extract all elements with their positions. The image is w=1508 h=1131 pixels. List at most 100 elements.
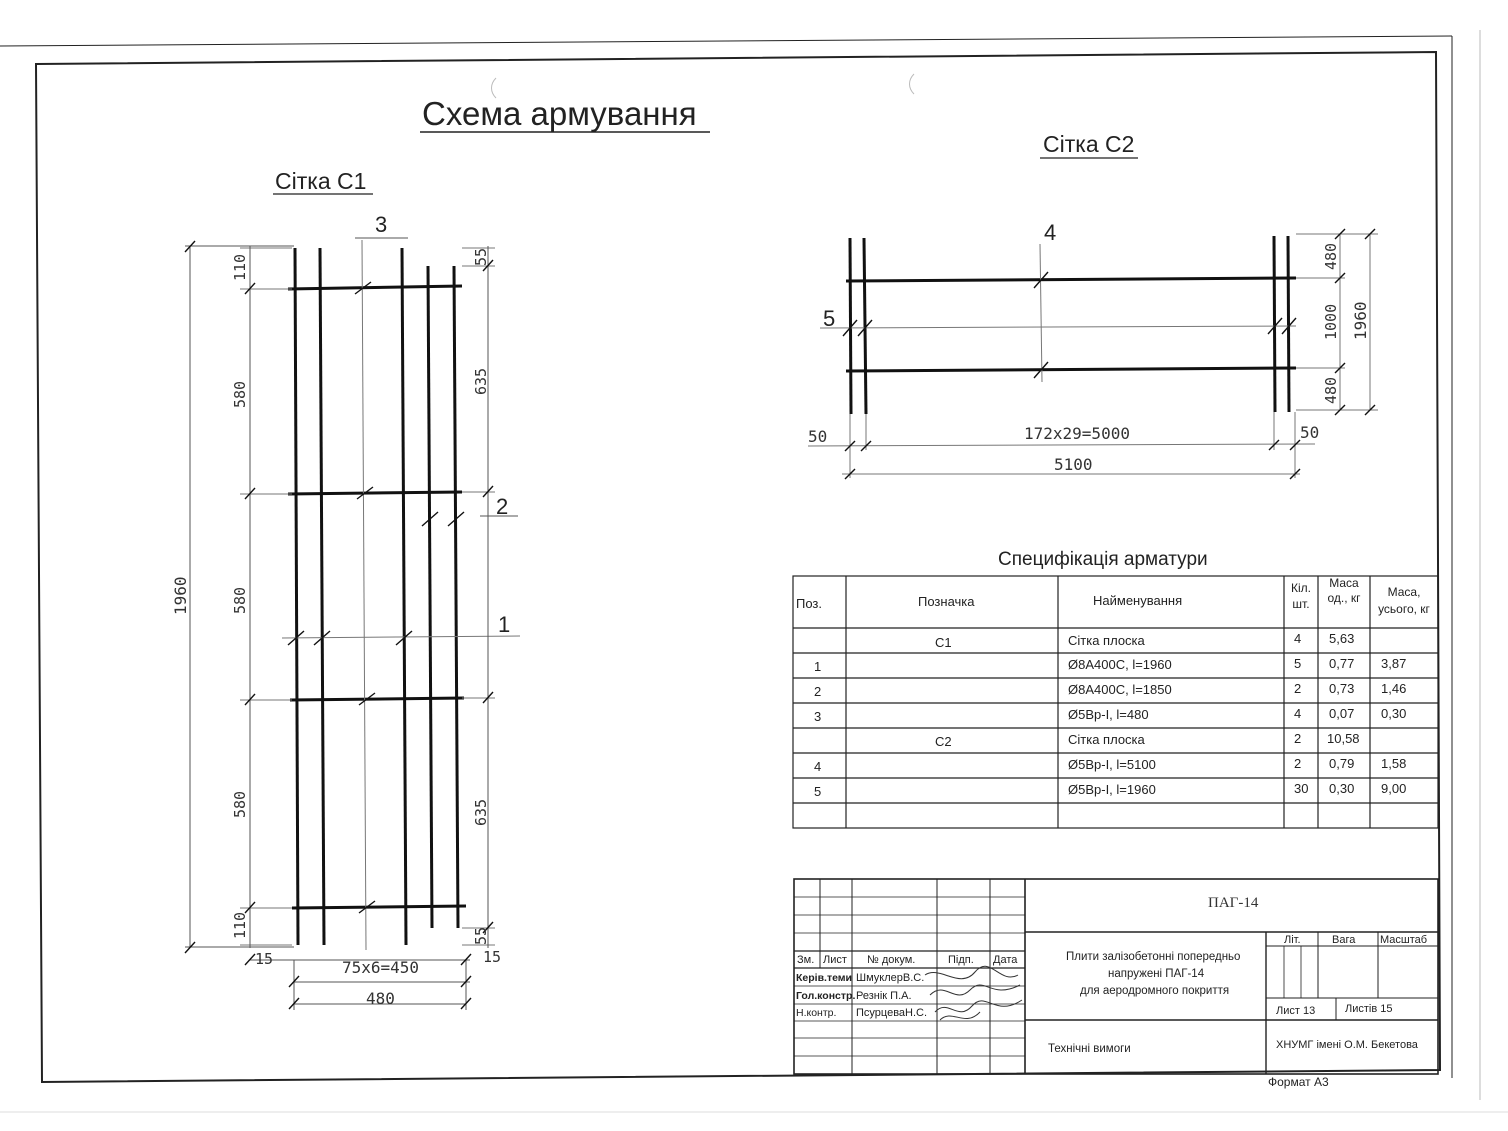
mesh-c1-label: Сітка С1 <box>275 168 366 194</box>
c2-dim-480-bottom: 480 <box>1322 377 1340 404</box>
spec-cell-name: Ø8А400С, l=1850 <box>1068 682 1172 697</box>
spec-cell-qty: 4 <box>1294 706 1301 721</box>
spec-header-mark: Позначка <box>918 594 975 609</box>
c1-dim-110-bottom: 110 <box>231 912 249 939</box>
spec-cell-pos: 3 <box>814 709 821 724</box>
sheet-frame <box>0 30 1508 1113</box>
c1-position-3: 3 <box>375 212 387 237</box>
spec-row: 3 Ø5Вр-І, l=480 4 0,07 0,30 <box>814 706 1406 724</box>
title-block-col-zm: Зм. <box>797 954 814 966</box>
spec-cell-name: Сітка плоска <box>1068 732 1146 747</box>
spec-cell-name: Ø5Вр-І, l=480 <box>1068 707 1149 722</box>
title-block-sheet-name: Технічні вимоги <box>1048 1043 1131 1055</box>
spec-cell-qty: 30 <box>1294 781 1308 796</box>
spec-cell-mark: С2 <box>935 734 952 749</box>
c1-dim-15-right: 15 <box>483 948 501 966</box>
spec-cell-qty: 2 <box>1294 681 1301 696</box>
signature-scribble <box>924 965 1023 1021</box>
title-block-org: ХНУМГ імені О.М. Бекетова <box>1276 1039 1419 1051</box>
spec-cell-mass-total: 0,30 <box>1381 706 1406 721</box>
c1-dim-580-b: 580 <box>231 587 249 614</box>
spec-cell-qty: 5 <box>1294 656 1301 671</box>
spec-cell-mark: С1 <box>935 635 952 650</box>
c1-axis-lines <box>240 239 521 951</box>
spec-header-pos: Поз. <box>796 596 822 611</box>
spec-cell-mass-total: 1,46 <box>1381 681 1406 696</box>
c2-dim-50-left: 50 <box>808 427 827 446</box>
spec-cell-mass-unit: 0,07 <box>1329 706 1354 721</box>
spec-row: 2 Ø8А400С, l=1850 2 0,73 1,46 <box>814 681 1406 699</box>
title-block-sheet-label: Лист 13 <box>1276 1005 1315 1017</box>
spec-row: 5 Ø5Вр-І, l=1960 30 0,30 9,00 <box>814 781 1406 799</box>
title-block-grid <box>793 878 1439 1075</box>
title-block-col-doc: № докум. <box>867 954 915 966</box>
c1-position-1: 1 <box>498 612 510 637</box>
title-block-code: ПАГ-14 <box>1208 895 1259 911</box>
c2-dim-50-right: 50 <box>1300 423 1319 442</box>
spec-row: С1 Сітка плоска 4 5,63 <box>935 631 1354 650</box>
c2-position-4: 4 <box>1044 220 1056 245</box>
title-block-doc-title-3: для аеродромного покриття <box>1080 985 1229 997</box>
title-block-sheets-label: Листів 15 <box>1345 1003 1392 1015</box>
c2-dim-480-top: 480 <box>1322 243 1340 270</box>
title-block-role-3: Н.контр. <box>796 1007 836 1019</box>
spec-row: 4 Ø5Вр-І, l=5100 2 0,79 1,58 <box>814 756 1406 774</box>
c2-axis-lines <box>807 233 1378 478</box>
title-block-person-1: ШмуклерВ.С. <box>856 972 924 984</box>
c1-position-2: 2 <box>496 494 508 519</box>
mesh-c2-label: Сітка С2 <box>1043 131 1134 157</box>
c1-dim-110-top: 110 <box>231 254 249 281</box>
c2-tick-marks <box>842 228 1376 480</box>
spec-cell-qty: 2 <box>1294 731 1301 746</box>
spec-cell-qty: 2 <box>1294 756 1301 771</box>
spec-grid <box>792 575 1439 829</box>
c1-dim-width: 480 <box>366 989 395 1008</box>
mesh-c2: Сітка С2 <box>807 131 1378 480</box>
c2-longitudinal-bars <box>845 276 1297 373</box>
spec-cell-mass-unit: 0,79 <box>1329 756 1354 771</box>
spec-cell-mass-unit: 0,30 <box>1329 781 1354 796</box>
title-block-weight-label: Вага <box>1332 934 1356 946</box>
c2-end-bars <box>848 235 1291 415</box>
c1-dim-15-left: 15 <box>255 950 273 968</box>
c2-dim-total-height: 1960 <box>1351 301 1370 340</box>
spec-cell-name: Ø5Вр-І, l=5100 <box>1068 757 1156 772</box>
title-block-format: Формат А3 <box>1268 1075 1329 1089</box>
spec-cell-mass-total: 3,87 <box>1381 656 1406 671</box>
spec-row: С2 Сітка плоска 2 10,58 <box>935 731 1360 749</box>
c2-dim-1000: 1000 <box>1322 304 1340 340</box>
c2-position-5: 5 <box>823 306 835 331</box>
c1-dim-55-top: 55 <box>472 248 490 266</box>
spec-title: Специфікація арматури <box>998 549 1208 570</box>
title-block: ПАГ-14 Плити залізобетонні попередньо на… <box>793 878 1439 1089</box>
spec-cell-pos: 4 <box>814 759 821 774</box>
c1-dim-580-a: 580 <box>231 381 249 408</box>
title-block-scale-label: Масштаб <box>1380 934 1427 946</box>
title-block-person-3: ПсурцеваН.С. <box>856 1007 927 1019</box>
drawing-title: Схема армування <box>422 95 697 132</box>
spec-cell-pos: 2 <box>814 684 821 699</box>
c1-dim-55-bottom: 55 <box>472 927 490 945</box>
title-block-col-date: Дата <box>993 954 1018 966</box>
c1-dim-580-c: 580 <box>231 791 249 818</box>
spec-table: Специфікація арматури Поз. Позначка Найм… <box>792 549 1439 829</box>
mesh-c1: Сітка С1 <box>171 168 521 1010</box>
title-block-role-2: Гол.констр. <box>796 990 855 1002</box>
spec-cell-mass-unit: 0,73 <box>1329 681 1354 696</box>
spec-header-mass-unit: Маса од., кг <box>1327 576 1361 605</box>
c1-tick-marks <box>184 240 494 1010</box>
spec-cell-name: Сітка плоска <box>1068 633 1146 648</box>
c1-dim-spacing: 75x6=450 <box>342 958 419 977</box>
spec-header-mass-total: Маса, усього, кг <box>1378 585 1430 616</box>
spec-row: 1 Ø8А400С, l=1960 5 0,77 3,87 <box>814 656 1406 674</box>
spec-header-name: Найменування <box>1093 593 1182 608</box>
spec-cell-name: Ø8А400С, l=1960 <box>1068 657 1172 672</box>
spec-cell-name: Ø5Вр-І, l=1960 <box>1068 782 1156 797</box>
title-block-lit-label: Літ. <box>1284 934 1301 946</box>
c2-dim-width: 5100 <box>1054 455 1093 474</box>
c1-dim-635-bottom: 635 <box>472 799 490 826</box>
c1-dimension-lines <box>185 237 518 1010</box>
spec-cell-mass-unit: 0,77 <box>1329 656 1354 671</box>
